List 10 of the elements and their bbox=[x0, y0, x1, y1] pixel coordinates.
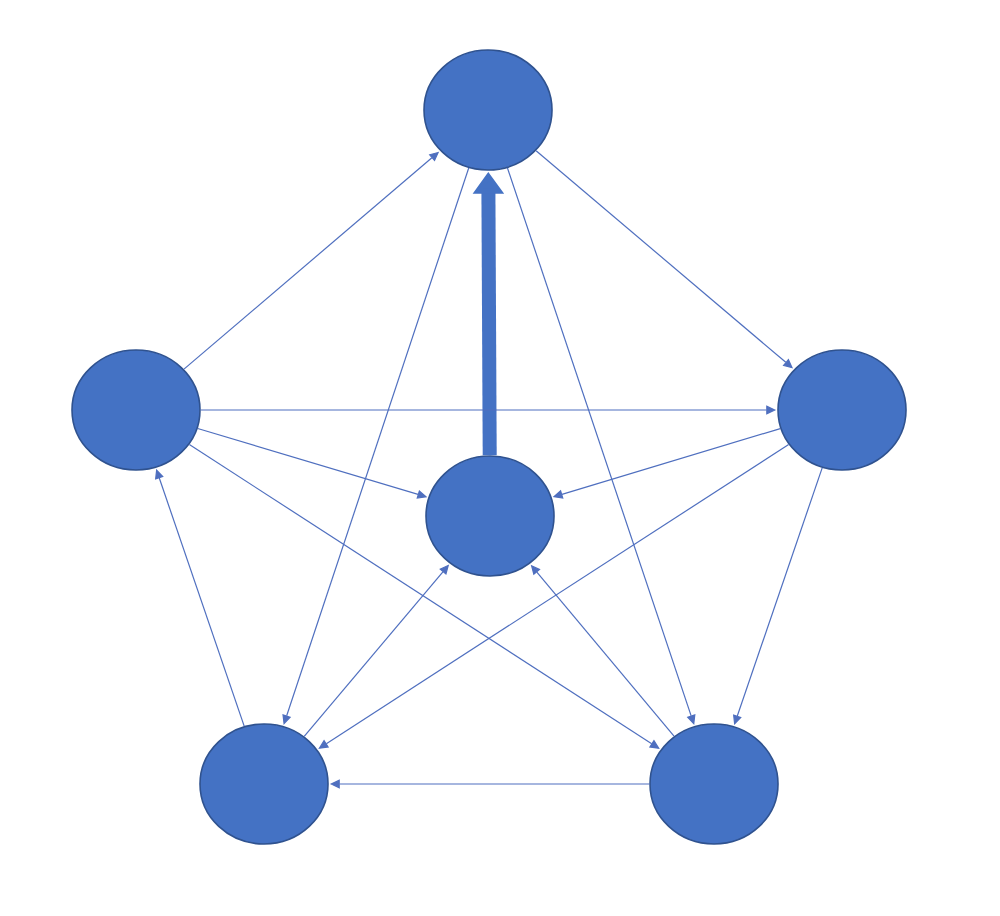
arrow bbox=[318, 443, 790, 749]
circle bbox=[425, 455, 555, 577]
circle bbox=[71, 349, 201, 471]
arrow bbox=[282, 167, 470, 725]
arrow bbox=[506, 167, 696, 725]
circle bbox=[199, 723, 329, 845]
circle bbox=[777, 349, 907, 471]
circle bbox=[423, 49, 553, 171]
circle bbox=[649, 723, 779, 845]
arrow bbox=[188, 443, 660, 749]
